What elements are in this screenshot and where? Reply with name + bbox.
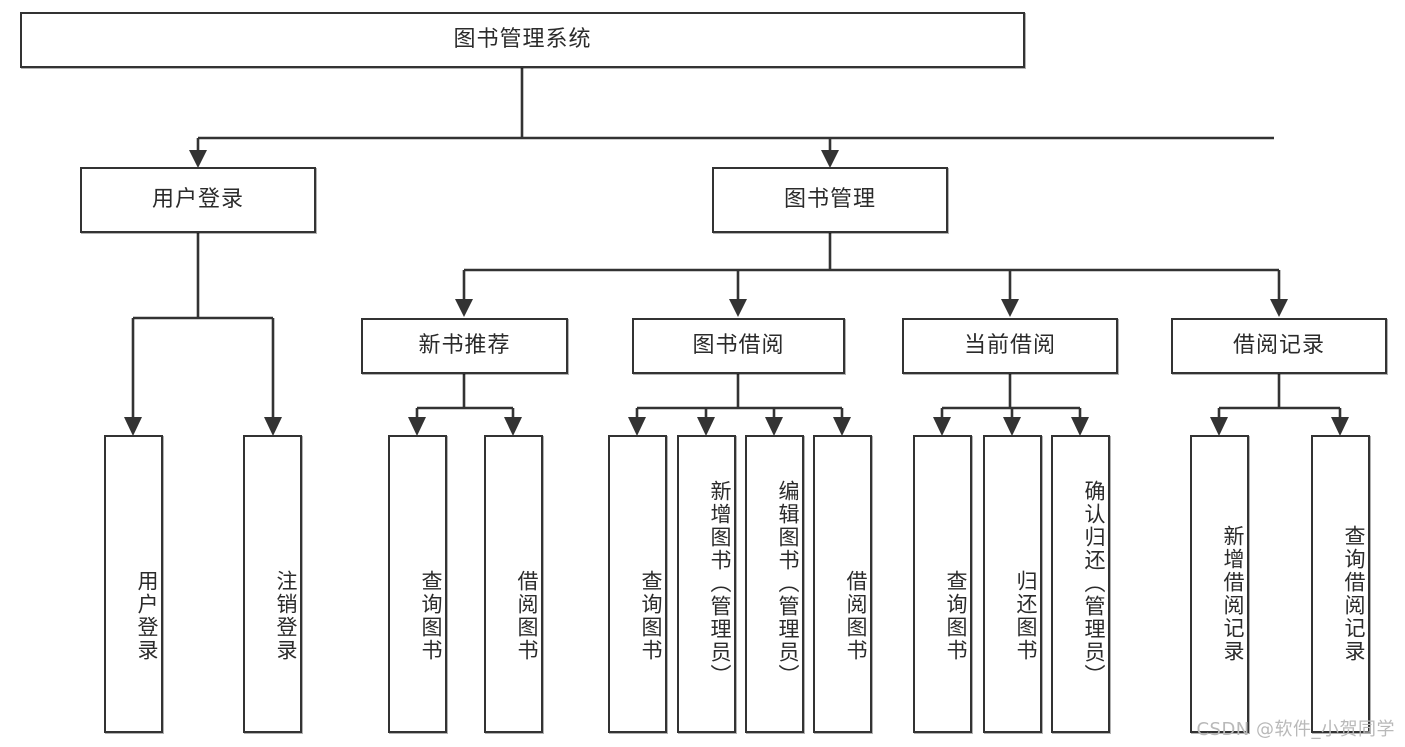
node-leaf-cb-confirm-return[interactable]: 确认归还（管理员） (1051, 435, 1110, 733)
node-leaf-bb-borrow-book[interactable]: 借阅图书 (813, 435, 872, 733)
node-root-label: 图书管理系统 (453, 26, 592, 52)
node-user-login-label: 用户登录 (151, 186, 244, 212)
node-leaf-br-query-record[interactable]: 查询借阅记录 (1311, 435, 1370, 733)
node-leaf-user-login-label: 用户登录 (135, 570, 159, 662)
node-leaf-cb-confirm-return-label: 确认归还（管理员） (1082, 480, 1106, 687)
node-leaf-cb-query-book-label: 查询图书 (944, 570, 968, 662)
node-leaf-cb-return-book[interactable]: 归还图书 (983, 435, 1042, 733)
node-leaf-rec-borrow-book-label: 借阅图书 (515, 570, 539, 662)
node-leaf-user-login[interactable]: 用户登录 (104, 435, 163, 733)
node-leaf-rec-borrow-book[interactable]: 借阅图书 (484, 435, 543, 733)
node-root[interactable]: 图书管理系统 (20, 12, 1025, 68)
node-new-book-rec-label: 新书推荐 (418, 332, 511, 358)
node-leaf-bb-edit-book[interactable]: 编辑图书（管理员） (745, 435, 804, 733)
node-leaf-cb-query-book[interactable]: 查询图书 (913, 435, 972, 733)
node-leaf-bb-borrow-book-label: 借阅图书 (844, 570, 868, 662)
node-leaf-bb-add-book[interactable]: 新增图书（管理员） (677, 435, 736, 733)
node-book-borrow-label: 图书借阅 (692, 332, 785, 358)
node-book-manage-label: 图书管理 (783, 186, 876, 212)
node-book-manage[interactable]: 图书管理 (712, 167, 948, 233)
node-user-login[interactable]: 用户登录 (80, 167, 316, 233)
node-leaf-bb-add-book-label: 新增图书（管理员） (708, 480, 732, 687)
node-leaf-bb-query-book-label: 查询图书 (639, 570, 663, 662)
node-borrow-record[interactable]: 借阅记录 (1171, 318, 1387, 374)
node-leaf-rec-query-book[interactable]: 查询图书 (388, 435, 447, 733)
node-leaf-user-logout[interactable]: 注销登录 (243, 435, 302, 733)
node-book-borrow[interactable]: 图书借阅 (632, 318, 845, 374)
node-current-borrow-label: 当前借阅 (963, 332, 1056, 358)
node-new-book-rec[interactable]: 新书推荐 (361, 318, 568, 374)
arrow-heads (124, 150, 1349, 436)
node-leaf-user-logout-label: 注销登录 (274, 570, 298, 662)
node-leaf-br-query-record-label: 查询借阅记录 (1342, 524, 1366, 663)
node-leaf-bb-query-book[interactable]: 查询图书 (608, 435, 667, 733)
node-leaf-cb-return-book-label: 归还图书 (1014, 570, 1038, 662)
node-leaf-br-add-record-label: 新增借阅记录 (1221, 524, 1245, 663)
node-leaf-br-add-record[interactable]: 新增借阅记录 (1190, 435, 1249, 733)
node-leaf-rec-query-book-label: 查询图书 (419, 570, 443, 662)
node-current-borrow[interactable]: 当前借阅 (902, 318, 1118, 374)
node-leaf-bb-edit-book-label: 编辑图书（管理员） (776, 480, 800, 687)
node-borrow-record-label: 借阅记录 (1232, 332, 1325, 358)
